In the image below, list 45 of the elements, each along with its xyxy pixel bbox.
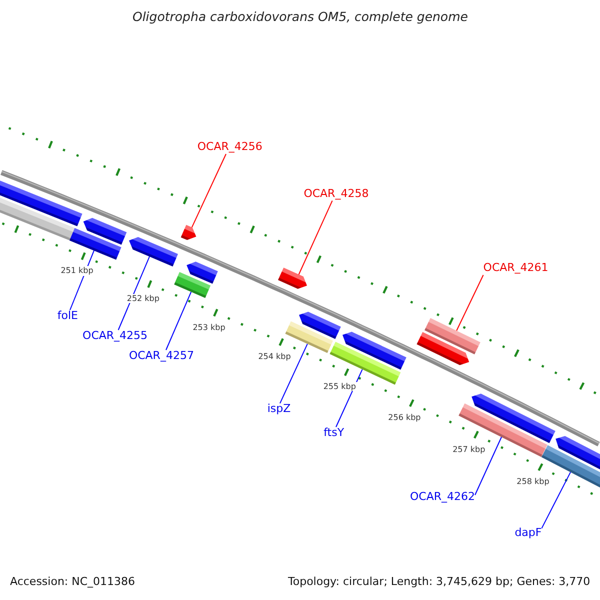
- pointed-gene-bar: [186, 262, 218, 284]
- gene-label: OCAR_4262: [410, 491, 476, 504]
- pointed-gene-bar: [342, 332, 406, 370]
- pointed-gene-bar: [472, 394, 556, 444]
- leader-line: [474, 436, 502, 496]
- scale-label: 258 kbp: [516, 476, 550, 486]
- gene-label: OCAR_4257: [128, 350, 194, 363]
- gene-bar: [424, 318, 480, 354]
- scale-label: 251 kbp: [60, 266, 94, 276]
- scale-label: 257 kbp: [452, 444, 486, 454]
- leader-line: [118, 256, 150, 330]
- gene-label: ftsY: [324, 427, 344, 440]
- leader-line: [456, 274, 484, 332]
- pointed-gene-bar: [278, 268, 307, 289]
- leader-line: [280, 343, 308, 404]
- pointed-gene-bar: [180, 224, 196, 240]
- pointed-gene-bar: [83, 218, 127, 245]
- gene-bar: [285, 321, 333, 353]
- leader-line: [298, 200, 333, 275]
- pointed-gene-bar: [129, 237, 178, 266]
- gene-label: ispZ: [267, 403, 291, 416]
- scale-label: 254 kbp: [257, 352, 292, 362]
- scale-label: 255 kbp: [322, 382, 357, 392]
- scale-label: 252 kbp: [126, 294, 160, 304]
- scale-label: 256 kbp: [387, 413, 422, 422]
- pointed-gene-bar: [556, 436, 600, 470]
- gene-bar: [174, 272, 211, 298]
- gene-label: OCAR_4261: [483, 262, 548, 275]
- diagram-title: Oligotropha carboxidovorans OM5, complete genome: [132, 10, 468, 24]
- pointed-gene-bar: [416, 332, 470, 366]
- gene-bar: [0, 198, 76, 241]
- gene-label: OCAR_4256: [197, 141, 262, 154]
- leader-line: [166, 291, 192, 350]
- accession-note: Accession: NC_011386: [10, 576, 136, 588]
- leader-line: [541, 472, 571, 529]
- genome-summary-note: Topology: circular; Length: 3,745,629 bp; Genes: 3,770: [288, 576, 590, 588]
- gene-label: OCAR_4255: [82, 330, 148, 343]
- gene-label: OCAR_4258: [304, 188, 369, 200]
- scale-label: 253 kbp: [192, 322, 226, 332]
- gene-label: dapF: [514, 527, 542, 540]
- gene-bar: [0, 180, 82, 226]
- gene-label: folE: [57, 310, 78, 323]
- leader-line: [191, 154, 226, 228]
- pointed-gene-bar: [299, 312, 341, 339]
- gene-bar: [70, 228, 122, 260]
